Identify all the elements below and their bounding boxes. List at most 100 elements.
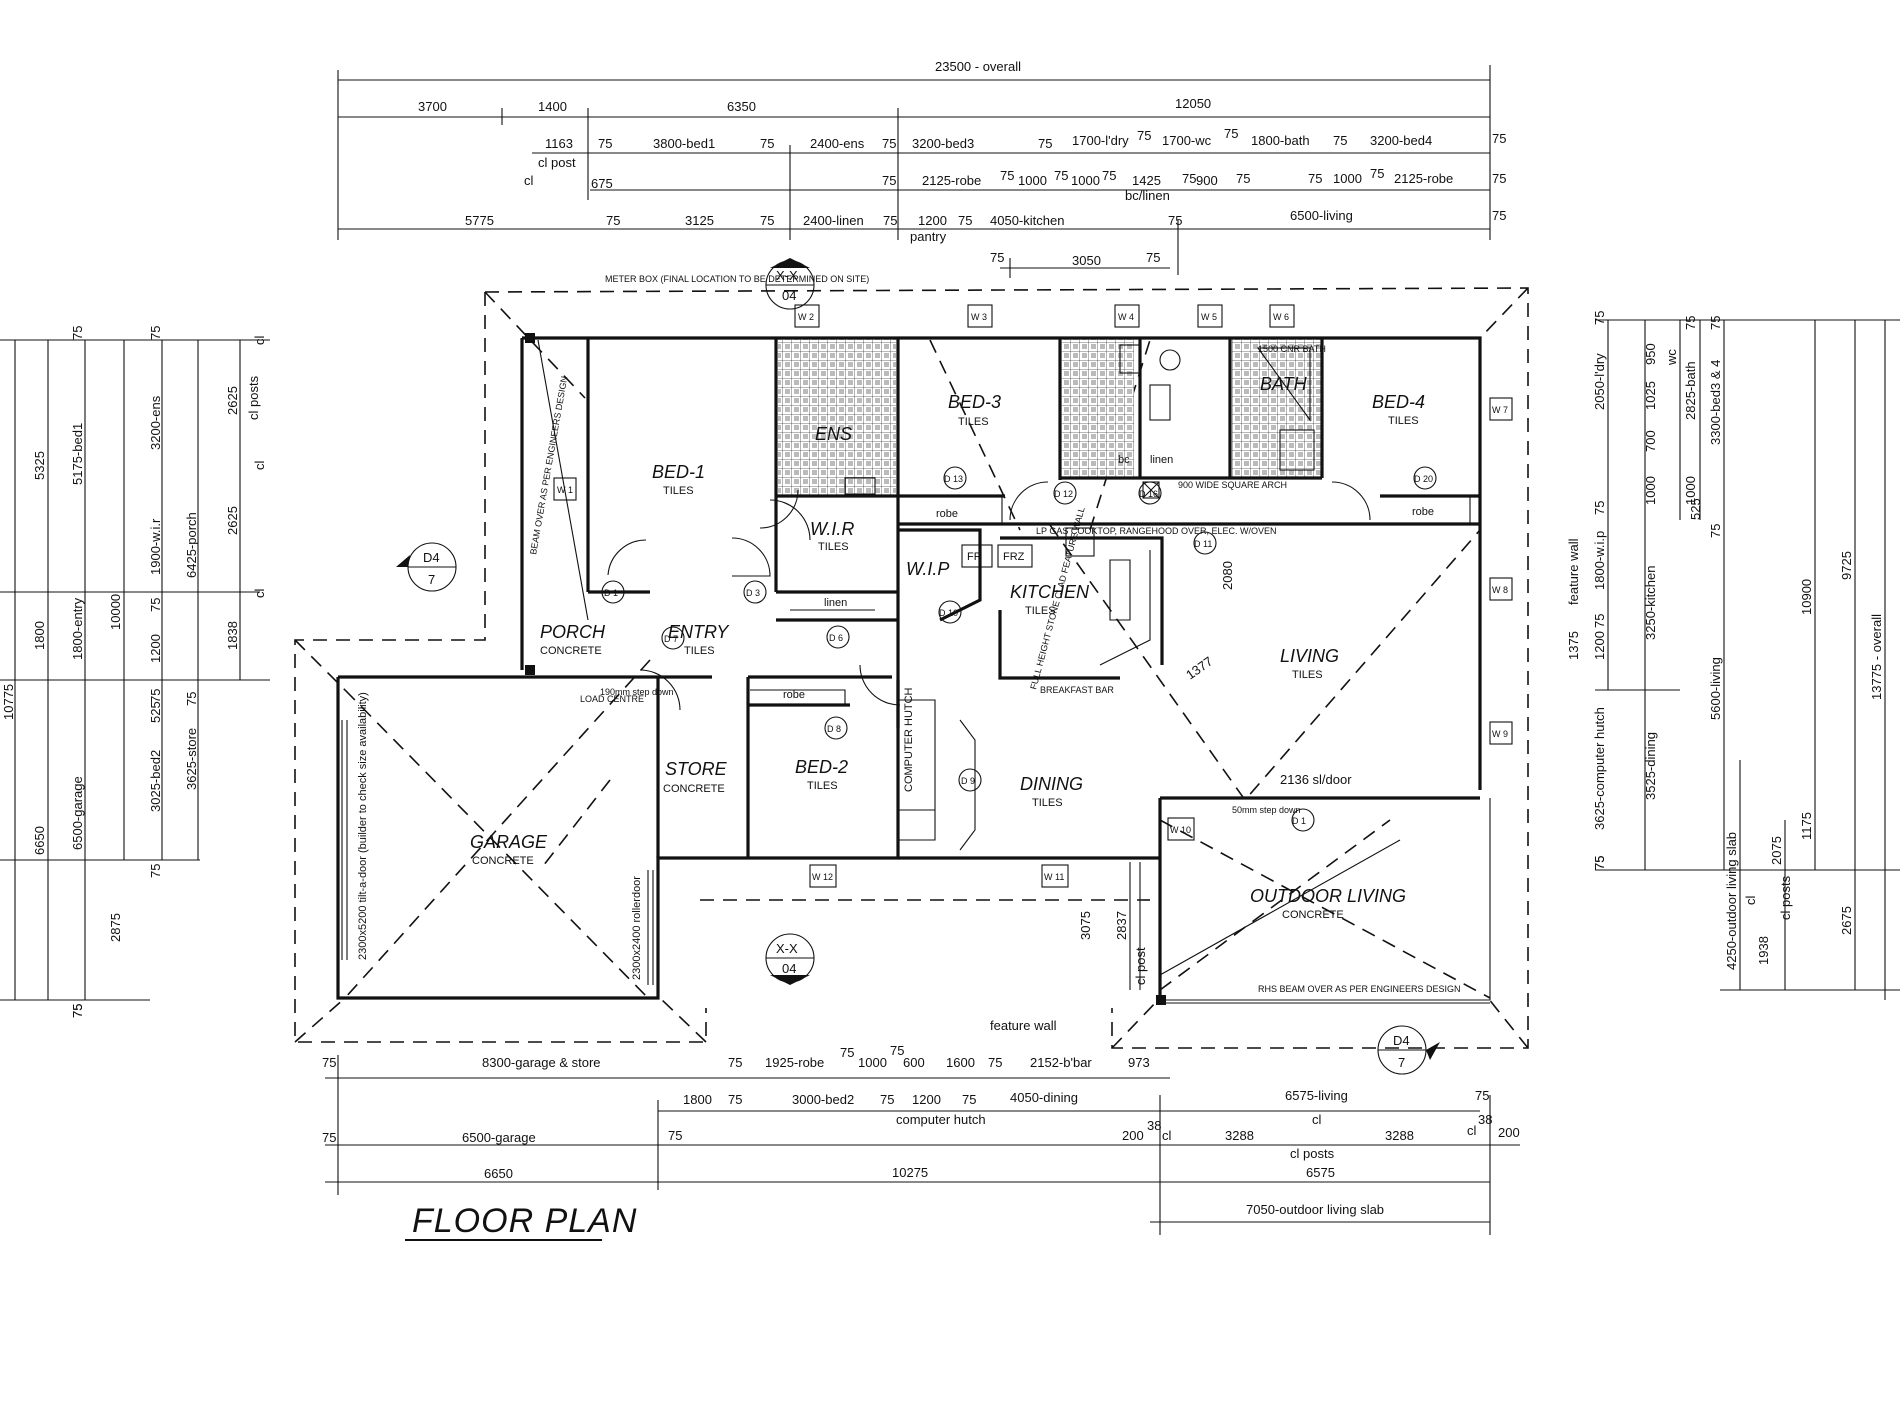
svg-text:D 16: D 16 bbox=[1139, 489, 1158, 499]
dim-text: 3000-bed2 bbox=[792, 1092, 854, 1107]
dim-text: 75 bbox=[70, 1004, 85, 1018]
dim-text: 75 bbox=[668, 1128, 682, 1143]
dim-text: 75 bbox=[1683, 316, 1698, 330]
dim-text: 75 bbox=[882, 136, 896, 151]
fridge-label: FR bbox=[967, 551, 982, 563]
dim-text: 3075 bbox=[1078, 911, 1093, 940]
window-tags: W 1 W 2 W 3 W 4 W 5 W 6 W 7 W 8 W 9 W 10… bbox=[553, 304, 1513, 888]
dim-text: 1377 bbox=[1183, 654, 1215, 683]
dim-text: 75 bbox=[1592, 856, 1607, 870]
window-tag: W 9 bbox=[1489, 721, 1513, 745]
svg-text:D 13: D 13 bbox=[944, 474, 963, 484]
svg-text:D 20: D 20 bbox=[1414, 474, 1433, 484]
window-tag: W 4 bbox=[1114, 304, 1140, 328]
bottom-dimensions: 75 8300-garage & store 75 1925-robe 75 1… bbox=[322, 1018, 1520, 1235]
detail-label: D4 bbox=[1393, 1033, 1410, 1048]
dim-text: 4250-outdoor living slab bbox=[1724, 832, 1739, 970]
svg-text:W 4: W 4 bbox=[1118, 312, 1134, 322]
svg-text:D 9: D 9 bbox=[961, 776, 975, 786]
detail-marker-left: D4 7 bbox=[396, 542, 457, 592]
dim-text: cl bbox=[1162, 1128, 1172, 1143]
dim-text: 3625-computer hutch bbox=[1592, 707, 1607, 830]
dim-text: 1000 bbox=[1683, 476, 1698, 505]
walls bbox=[336, 333, 1491, 1005]
dim-text: cl bbox=[1467, 1123, 1477, 1138]
dim-text: 1838 bbox=[225, 621, 240, 650]
svg-text:D 10: D 10 bbox=[939, 608, 958, 618]
bc-label: bc bbox=[1118, 454, 1130, 466]
dim-text: 6575 bbox=[1306, 1165, 1335, 1180]
dim-text: 3288 bbox=[1225, 1128, 1254, 1143]
garage-door-note: 2300x5200 tilt-a-door (builder to check … bbox=[357, 692, 369, 960]
load-centre-label: LOAD CENTRE bbox=[580, 694, 644, 704]
dim-text: 75 bbox=[958, 213, 972, 228]
svg-text:D 8: D 8 bbox=[827, 724, 841, 734]
room-finish-wir: TILES bbox=[818, 541, 849, 553]
window-tag: W 5 bbox=[1197, 304, 1223, 328]
freezer-label: FRZ bbox=[1003, 551, 1025, 563]
room-finish-store: CONCRETE bbox=[663, 783, 725, 795]
dim-text: 75 bbox=[1000, 168, 1014, 183]
dim-text: 75 bbox=[890, 1043, 904, 1058]
robe-label: robe bbox=[783, 689, 805, 701]
dim-text: 1000 bbox=[1643, 476, 1658, 505]
roof-outline bbox=[294, 287, 1529, 1049]
dim-text: 3200-ens bbox=[148, 395, 163, 450]
right-dimensions: 2050-l'dry 75 wc 950 1025 700 1000 75 28… bbox=[1566, 311, 1900, 1000]
dim-text: 75 bbox=[1492, 171, 1506, 186]
tiled-areas bbox=[778, 338, 1322, 495]
room-finish-bed4: TILES bbox=[1388, 415, 1419, 427]
bath-note: 1500 CNR BATH bbox=[1258, 344, 1326, 354]
dim-text: 1375 bbox=[1566, 631, 1581, 660]
dim-text: 75 bbox=[1592, 856, 1607, 870]
room-name-bed1: BED-1 bbox=[652, 462, 705, 482]
door-tag: D 6 bbox=[826, 625, 850, 649]
dim-text: 973 bbox=[1128, 1055, 1150, 1070]
dim-text: 75 bbox=[598, 136, 612, 151]
dim-text: 2625 bbox=[225, 506, 240, 535]
section-label: X-X bbox=[776, 268, 798, 283]
dim-text: 2080 bbox=[1220, 561, 1235, 590]
room-name-kitchen: KITCHEN bbox=[1010, 582, 1090, 602]
room-finish-entry: TILES bbox=[684, 645, 715, 657]
dim-text: 5175-bed1 bbox=[70, 423, 85, 485]
dim-text: 75 bbox=[1592, 311, 1607, 325]
dim-text: 75 bbox=[883, 213, 897, 228]
svg-text:W 5: W 5 bbox=[1201, 312, 1217, 322]
dim-text: 75 bbox=[1708, 524, 1723, 538]
dim-text: 75 bbox=[1224, 126, 1238, 141]
dim-text: 3288 bbox=[1385, 1128, 1414, 1143]
dim-text: 525 bbox=[1688, 498, 1703, 520]
section-marker-top: X-X 04 bbox=[765, 258, 815, 310]
dim-text: 75 bbox=[1308, 171, 1322, 186]
dim-text: 5600-living bbox=[1708, 657, 1723, 720]
door-tag: D 7 bbox=[661, 626, 685, 650]
dim-text: 4050-kitchen bbox=[990, 213, 1064, 228]
dim-text: 200 bbox=[1122, 1128, 1144, 1143]
door-tag: D 9 bbox=[958, 768, 982, 792]
door-tag: D 11 bbox=[1193, 531, 1217, 555]
dim-text: 10000 bbox=[108, 594, 123, 630]
dim-text: 75 bbox=[1137, 128, 1151, 143]
dim-text: 600 bbox=[903, 1055, 925, 1070]
dim-text: cl post bbox=[538, 155, 576, 170]
svg-text:D 6: D 6 bbox=[829, 633, 843, 643]
dim-text: 38 bbox=[1478, 1112, 1492, 1127]
svg-text:W 12: W 12 bbox=[812, 872, 833, 882]
door-tag: D 10 bbox=[938, 600, 962, 624]
door-tag: D 16 bbox=[1138, 481, 1162, 505]
dim-text: 75 bbox=[1038, 136, 1052, 151]
dim-text: 3625-store bbox=[184, 728, 199, 790]
drawing-title: FLOOR PLAN bbox=[405, 1202, 636, 1241]
beam-line bbox=[1159, 839, 1401, 976]
dim-text: 75 bbox=[1182, 171, 1196, 186]
room-name-bed4: BED-4 bbox=[1372, 392, 1425, 412]
dim-text: 75 bbox=[1370, 166, 1384, 181]
dim-text: bc/linen bbox=[1125, 188, 1170, 203]
window-tag: W 2 bbox=[794, 304, 820, 328]
dim-text: 75 bbox=[1333, 133, 1347, 148]
window-tag: W 12 bbox=[809, 864, 837, 888]
door-tag: D 20 bbox=[1413, 466, 1437, 490]
svg-text:D 1: D 1 bbox=[604, 588, 618, 598]
